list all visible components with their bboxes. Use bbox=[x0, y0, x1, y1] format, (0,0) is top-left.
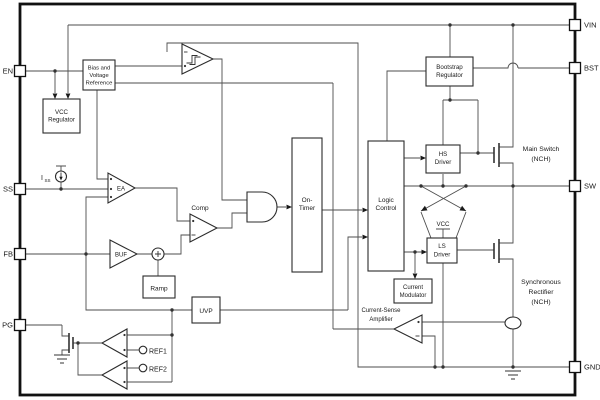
uvp-label: UVP bbox=[199, 308, 212, 315]
ramp-label: Ramp bbox=[150, 286, 168, 293]
block-logic-control: Logic Control bbox=[367, 140, 405, 272]
ref2-label: REF2 bbox=[149, 367, 167, 374]
pin-en bbox=[13, 64, 27, 78]
ground-symbol-pg bbox=[54, 354, 70, 364]
pin-ss bbox=[13, 182, 27, 196]
ref2-terminal: REF2 bbox=[138, 363, 167, 374]
vcc-regulator-line1: VCC bbox=[55, 109, 69, 116]
vcc-label: VCC bbox=[436, 221, 450, 228]
on-timer-line1: On- bbox=[302, 197, 313, 204]
pg-comparator-ref2 bbox=[100, 360, 128, 390]
block-ramp: Ramp bbox=[142, 275, 176, 299]
vcc-regulator-line2: Regulator bbox=[48, 117, 75, 124]
buffer-amplifier: BUF bbox=[109, 239, 139, 269]
chip-border bbox=[18, 2, 577, 397]
block-bootstrap-regulator: Bootstrap Regulator bbox=[425, 56, 474, 87]
bootstrap-line1: Bootstrap bbox=[436, 64, 463, 71]
block-on-timer: On- Timer bbox=[291, 137, 323, 273]
bias-label-line2: Voltage bbox=[89, 73, 108, 79]
arrowheads bbox=[52, 93, 466, 279]
pin-pg bbox=[13, 318, 27, 332]
block-bias-voltage-reference: Bias and Voltage Reference bbox=[82, 59, 116, 91]
main-switch-mosfet: Main Switch (NCH) bbox=[493, 143, 560, 167]
main-switch-line1: Main Switch bbox=[523, 146, 560, 153]
hysteresis-icon bbox=[186, 55, 201, 65]
soft-start-current-source: I SS bbox=[41, 170, 68, 183]
pin-label-sw: SW bbox=[584, 182, 597, 191]
current-sense-line2: Amplifier bbox=[369, 317, 392, 323]
pin-label-vin: VIN bbox=[584, 21, 597, 30]
pg-open-drain-mosfet bbox=[68, 333, 74, 353]
sync-rectifier-line1: Synchronous bbox=[521, 279, 561, 286]
bias-label-line1: Bias and bbox=[88, 66, 111, 72]
and-gate bbox=[246, 191, 278, 223]
iss-label: I bbox=[41, 175, 43, 182]
current-sense-element bbox=[504, 316, 522, 330]
ground-symbol-gnd bbox=[505, 370, 521, 380]
sync-rectifier-line2: Rectifier bbox=[529, 289, 555, 296]
logic-control-line2: Control bbox=[376, 205, 398, 212]
current-modulator-line2: Modulator bbox=[400, 293, 427, 299]
block-ls-driver: LS Driver bbox=[426, 237, 458, 264]
hs-driver-line1: HS bbox=[439, 151, 448, 158]
pwm-comparator: Comp bbox=[189, 205, 219, 243]
pin-vin bbox=[568, 18, 582, 32]
pin-label-bst: BST bbox=[584, 64, 599, 73]
ea-label: EA bbox=[117, 187, 125, 193]
ls-driver-line2: Driver bbox=[434, 252, 451, 259]
block-vcc-regulator: VCC Regulator bbox=[42, 98, 81, 134]
bootstrap-line2: Regulator bbox=[436, 72, 463, 79]
bias-label-line3: Reference bbox=[86, 81, 113, 87]
current-modulator-line1: Current bbox=[403, 285, 423, 291]
pin-bst bbox=[568, 61, 582, 75]
sync-rectifier-line3: (NCH) bbox=[531, 299, 550, 306]
block-uvp: UVP bbox=[191, 296, 221, 324]
on-timer-line2: Timer bbox=[299, 205, 316, 212]
current-sense-amplifier: Current-Sense Amplifier bbox=[361, 308, 423, 344]
ref1-terminal: REF1 bbox=[138, 345, 167, 356]
summing-junction bbox=[151, 247, 165, 261]
pg-comparator-ref1 bbox=[100, 328, 128, 358]
pin-fb bbox=[13, 247, 27, 261]
buf-label: BUF bbox=[115, 253, 127, 259]
block-hs-driver: HS Driver bbox=[425, 144, 461, 174]
error-amplifier: EA bbox=[107, 172, 137, 204]
enable-schmitt-comparator bbox=[181, 43, 215, 75]
pin-label-pg: PG bbox=[2, 321, 13, 330]
pin-label-fb: FB bbox=[3, 250, 13, 259]
comp-label: Comp bbox=[191, 205, 209, 212]
pin-sw bbox=[568, 179, 582, 193]
iss-label-subscript: SS bbox=[45, 178, 51, 183]
sync-rectifier-mosfet: Synchronous Rectifier (NCH) bbox=[493, 239, 561, 306]
main-switch-line2: (NCH) bbox=[531, 156, 550, 163]
hs-driver-line2: Driver bbox=[435, 159, 452, 166]
vcc-supply-stub: VCC bbox=[436, 221, 450, 228]
pin-label-en: EN bbox=[3, 67, 13, 76]
pin-label-ss: SS bbox=[3, 185, 13, 194]
pin-gnd bbox=[568, 360, 582, 374]
ls-driver-line1: LS bbox=[438, 243, 446, 250]
pin-label-gnd: GND bbox=[584, 363, 600, 372]
junction-dots bbox=[53, 23, 515, 369]
logic-control-line1: Logic bbox=[378, 197, 394, 204]
block-current-modulator: Current Modulator bbox=[393, 278, 433, 304]
current-sense-line1: Current-Sense bbox=[361, 308, 401, 314]
ref1-label: REF1 bbox=[149, 349, 167, 356]
